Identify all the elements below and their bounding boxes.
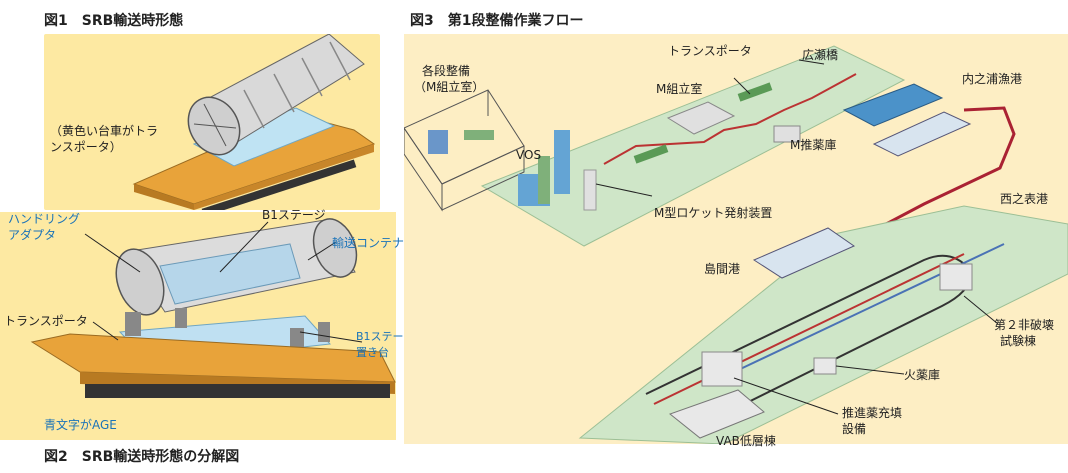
fig2-panel: ハンドリング アダプタ B1ステージ 輸送コンテナ トランスポータ B1ステージ… [0,208,414,440]
label-container: 輸送コンテナ [332,236,405,250]
label-nishinoomote-port: 西之表港 [1000,192,1049,206]
fig1-illustration [132,34,376,210]
label-m-propellant: M推薬庫 [790,138,837,152]
label-explosives: 火薬庫 [904,368,941,382]
label-m-assembly: M組立室 [656,82,703,96]
fig1-note-line1: （黄色い台車がトラ [50,124,159,138]
label-assembly-1: 各段整備 [422,64,471,78]
label-transporter: トランスポータ [4,314,88,328]
label-handling-adapter-2: アダプタ [8,228,57,242]
fig2-legend: 青文字がAGE [44,418,117,432]
label-b1-base-2: 置き台 [356,346,389,359]
fig3-panel: 各段整備 （M組立室） トランスポータ 広瀬橋 内之浦漁港 M組立室 VOS M… [404,34,1068,448]
label-vos: VOS [516,148,542,162]
label-vab: VAB低層棟 [716,434,776,448]
fig1-note-line2: ンスポータ） [50,140,122,154]
fig1-title: 図1 SRB輸送時形態 [44,13,184,29]
label-ndt-2: 試験棟 [1000,334,1037,348]
label-shimama-port: 島間港 [704,262,741,276]
label-launcher: M型ロケット発射装置 [654,206,773,220]
label-hirose-bridge: 広瀬橋 [802,48,839,62]
transporter-wheels [201,159,357,210]
exploded-transporter [30,333,396,398]
label-ndt-1: 第２非破壊 [994,318,1055,332]
fig2-illustration [30,218,396,398]
label-uchinoura-port: 内之浦漁港 [962,72,1023,86]
fig2-title: 図2 SRB輸送時形態の分解図 [44,449,240,465]
fig3-title: 図3 第1段整備作業フロー [410,13,584,29]
exploded-container [115,218,358,316]
label-transporter-3: トランスポータ [668,44,752,58]
label-b1-stage: B1ステージ [262,208,326,222]
label-assembly-2: （M組立室） [414,80,485,94]
label-handling-adapter-1: ハンドリング [8,212,81,226]
label-b1-base-1: B1ステージ [356,330,415,343]
label-propellant-fill-1: 推進薬充填 [842,406,903,420]
transport-container [187,34,365,156]
fig3-illustration [404,45,1068,444]
assembly-room-box [404,89,525,212]
fig1-panel: （黄色い台車がトラ ンスポータ） [44,34,380,210]
label-propellant-fill-2: 設備 [842,422,867,436]
